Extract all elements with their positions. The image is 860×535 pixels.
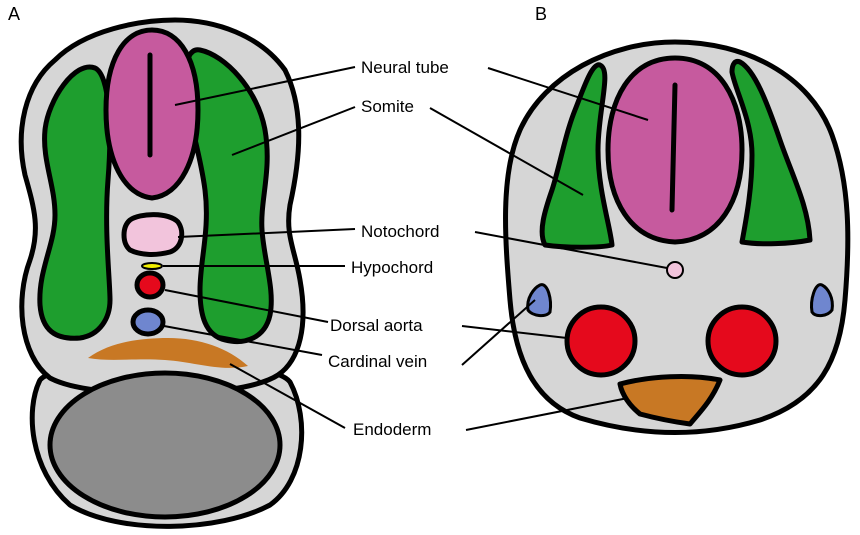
panel-a <box>21 20 303 526</box>
label-hypochord: Hypochord <box>351 258 433 277</box>
panel-b-neural-canal <box>672 85 675 210</box>
panel-b <box>506 42 848 433</box>
labels: Neural tube Somite Notochord Hypochord D… <box>328 58 449 439</box>
label-cardinal-vein: Cardinal vein <box>328 352 427 371</box>
label-dorsal-aorta: Dorsal aorta <box>330 316 423 335</box>
panel-b-notochord <box>667 262 683 278</box>
panel-letter-a: A <box>8 4 20 24</box>
panel-letter-b: B <box>535 4 547 24</box>
label-endoderm: Endoderm <box>353 420 431 439</box>
panel-a-yolk <box>50 373 280 517</box>
panel-b-dorsal-aorta-right <box>708 307 776 375</box>
panel-a-cardinal-vein <box>133 310 163 334</box>
label-neural-tube: Neural tube <box>361 58 449 77</box>
panel-b-dorsal-aorta-left <box>567 307 635 375</box>
panel-a-hypochord <box>142 263 162 269</box>
panel-a-notochord <box>124 215 182 255</box>
label-somite: Somite <box>361 97 414 116</box>
panel-a-dorsal-aorta <box>137 273 163 297</box>
label-notochord: Notochord <box>361 222 439 241</box>
